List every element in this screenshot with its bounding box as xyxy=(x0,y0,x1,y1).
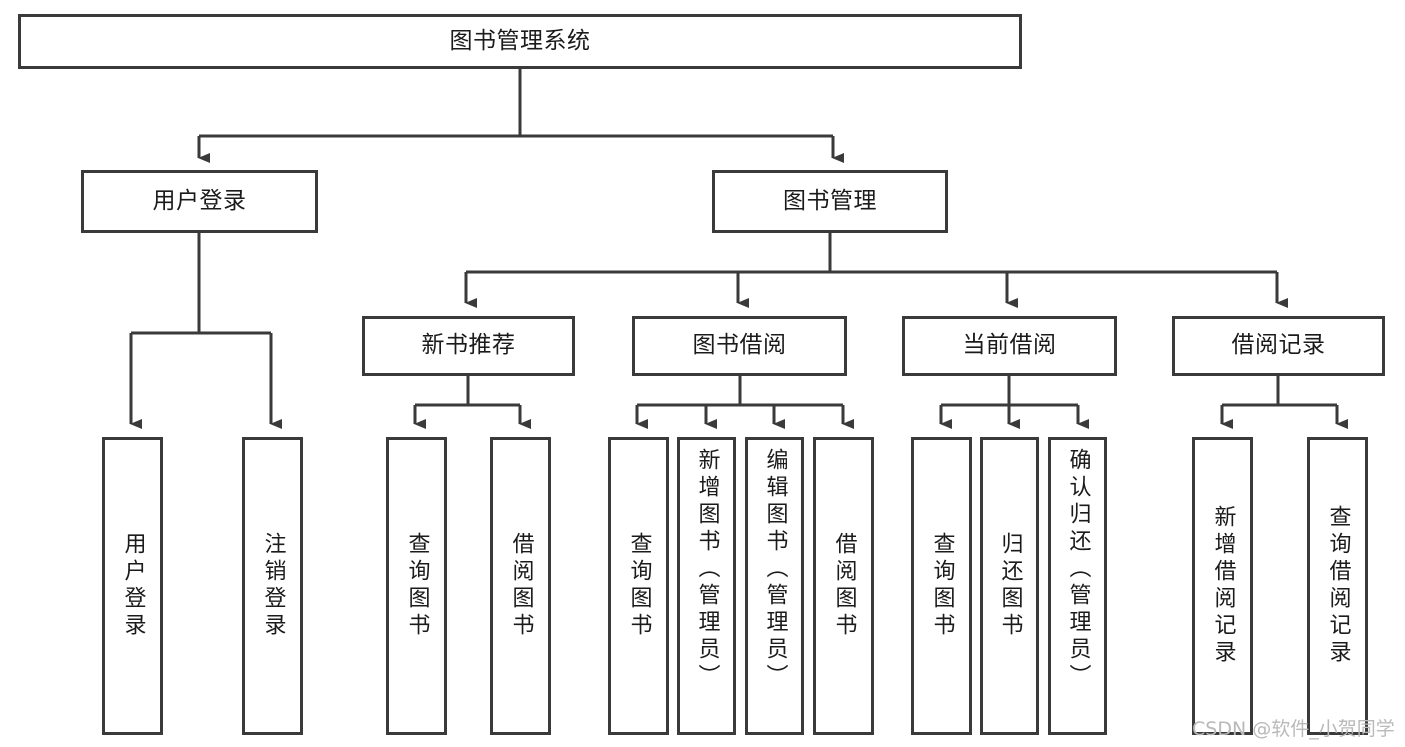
node-leaf-borrow-book-1[interactable]: 借阅图书 xyxy=(490,437,551,735)
node-book-borrow[interactable]: 图书借阅 xyxy=(632,316,847,376)
node-book-manage[interactable]: 图书管理 xyxy=(712,170,948,233)
node-leaf-add-record-label: 新增借阅记录 xyxy=(1210,505,1236,667)
node-borrow-record-label: 借阅记录 xyxy=(1231,332,1326,359)
node-leaf-query-book-2[interactable]: 查询图书 xyxy=(608,437,669,735)
node-leaf-logout-login-label: 注销登录 xyxy=(260,532,286,640)
node-leaf-return-book-label: 归还图书 xyxy=(997,532,1023,640)
leaf-confirm-return-inner: 确认归还（管理员） xyxy=(1051,448,1104,724)
node-leaf-add-record[interactable]: 新增借阅记录 xyxy=(1192,437,1253,735)
node-leaf-confirm-return[interactable]: 确认归还（管理员） xyxy=(1048,437,1107,735)
leaf-add-record-inner: 新增借阅记录 xyxy=(1195,448,1250,724)
leaf-add-book-inner: 新增图书（管理员） xyxy=(680,448,733,724)
node-book-manage-label: 图书管理 xyxy=(783,187,877,214)
node-leaf-query-book-1-label: 查询图书 xyxy=(404,532,430,640)
node-leaf-query-book-1[interactable]: 查询图书 xyxy=(386,437,447,735)
leaf-user-login-inner: 用户登录 xyxy=(105,448,160,724)
node-leaf-add-book-label: 新增图书（管理员） xyxy=(694,448,720,691)
node-leaf-borrow-book-1-label: 借阅图书 xyxy=(508,532,534,640)
node-leaf-return-book[interactable]: 归还图书 xyxy=(980,437,1039,735)
node-leaf-user-login[interactable]: 用户登录 xyxy=(102,437,163,735)
node-leaf-query-book-3[interactable]: 查询图书 xyxy=(911,437,972,735)
node-leaf-confirm-return-label: 确认归还（管理员） xyxy=(1065,448,1091,691)
leaf-query-record-inner: 查询借阅记录 xyxy=(1310,448,1365,724)
node-new-book-recommend[interactable]: 新书推荐 xyxy=(362,316,575,376)
leaf-query-book-1-inner: 查询图书 xyxy=(389,448,444,724)
node-leaf-add-book[interactable]: 新增图书（管理员） xyxy=(677,437,736,735)
node-root[interactable]: 图书管理系统 xyxy=(18,14,1022,69)
node-leaf-query-book-2-label: 查询图书 xyxy=(626,532,652,640)
node-leaf-user-login-label: 用户登录 xyxy=(120,532,146,640)
node-current-borrow[interactable]: 当前借阅 xyxy=(902,316,1117,376)
leaf-logout-login-inner: 注销登录 xyxy=(245,448,300,724)
leaf-return-book-inner: 归还图书 xyxy=(983,448,1036,724)
node-leaf-borrow-book-2[interactable]: 借阅图书 xyxy=(813,437,874,735)
node-leaf-edit-book-label: 编辑图书（管理员） xyxy=(762,448,788,691)
leaf-borrow-book-2-inner: 借阅图书 xyxy=(816,448,871,724)
node-leaf-edit-book[interactable]: 编辑图书（管理员） xyxy=(745,437,804,735)
node-leaf-borrow-book-2-label: 借阅图书 xyxy=(831,532,857,640)
node-root-label: 图书管理系统 xyxy=(449,27,591,54)
leaf-query-book-2-inner: 查询图书 xyxy=(611,448,666,724)
node-user-login[interactable]: 用户登录 xyxy=(81,170,318,233)
node-current-borrow-label: 当前借阅 xyxy=(962,332,1057,359)
leaf-query-book-3-inner: 查询图书 xyxy=(914,448,969,724)
node-leaf-query-book-3-label: 查询图书 xyxy=(929,532,955,640)
node-book-borrow-label: 图书借阅 xyxy=(692,332,787,359)
node-leaf-query-record-label: 查询借阅记录 xyxy=(1325,505,1351,667)
leaf-edit-book-inner: 编辑图书（管理员） xyxy=(748,448,801,724)
node-borrow-record[interactable]: 借阅记录 xyxy=(1172,316,1385,376)
csdn-watermark: CSDN @软件_小贺同学 xyxy=(1192,718,1395,740)
node-leaf-logout-login[interactable]: 注销登录 xyxy=(242,437,303,735)
leaf-borrow-book-1-inner: 借阅图书 xyxy=(493,448,548,724)
node-new-book-recommend-label: 新书推荐 xyxy=(421,332,516,359)
node-leaf-query-record[interactable]: 查询借阅记录 xyxy=(1307,437,1368,735)
node-user-login-label: 用户登录 xyxy=(152,187,247,214)
